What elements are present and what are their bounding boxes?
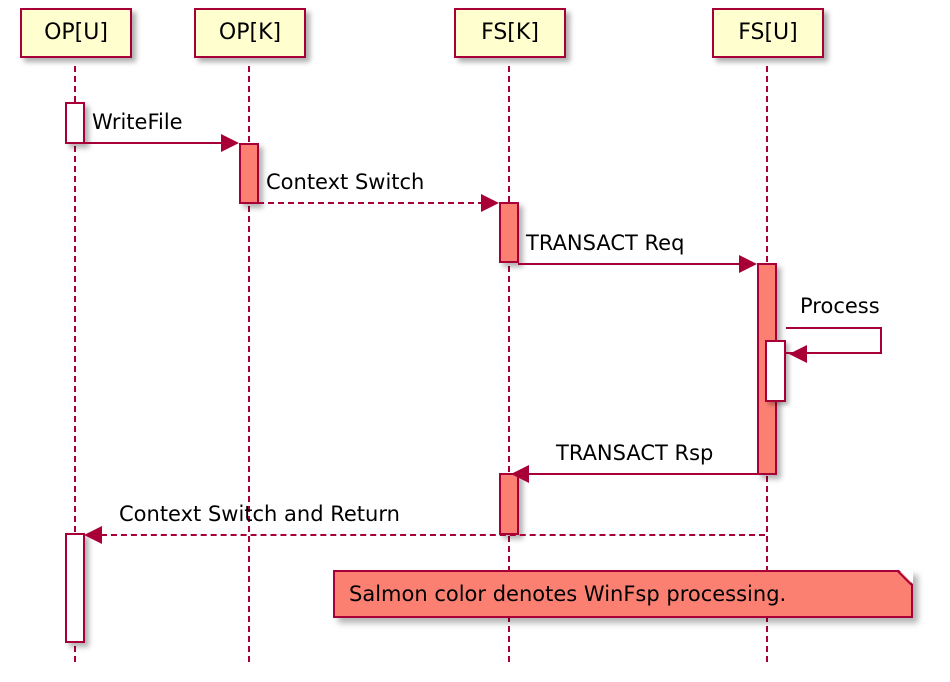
message-line-transact-rsp [528, 473, 758, 475]
activation-op-u-return [65, 533, 85, 643]
message-arrowhead-context-switch [481, 194, 499, 212]
message-label-process: Process [800, 294, 880, 318]
lifeline-fs-k [508, 66, 510, 662]
message-label-context-switch-return: Context Switch and Return [119, 502, 400, 526]
participant-label-fs-u: FS[U] [738, 20, 798, 45]
activation-fs-u-process [765, 340, 786, 402]
message-line-context-switch-return [101, 534, 765, 536]
participant-label-op-u: OP[U] [44, 20, 108, 45]
message-line-writefile [84, 142, 224, 144]
message-arrowhead-process [789, 345, 807, 363]
participant-fs-k[interactable]: FS[K] [454, 8, 566, 58]
message-label-writefile: WriteFile [92, 110, 183, 134]
message-loop-process [786, 327, 882, 354]
message-arrowhead-writefile [221, 134, 239, 152]
message-line-transact-req [518, 263, 742, 265]
note-salmon-legend: Salmon color denotes WinFsp processing. [333, 570, 913, 618]
message-arrowhead-transact-req [739, 255, 757, 273]
activation-fs-k-request [499, 202, 519, 263]
message-arrowhead-context-switch-return [84, 526, 102, 544]
lifeline-op-u [74, 66, 76, 662]
message-label-transact-rsp: TRANSACT Rsp [556, 441, 714, 465]
activation-op-k-writefile [239, 143, 259, 204]
participant-op-u[interactable]: OP[U] [20, 8, 132, 58]
participant-op-k[interactable]: OP[K] [194, 8, 306, 58]
note-text: Salmon color denotes WinFsp processing. [349, 581, 787, 606]
participant-label-op-k: OP[K] [218, 20, 282, 45]
message-label-transact-req: TRANSACT Req [526, 231, 685, 255]
note-fold-corner-icon [899, 570, 913, 584]
message-label-context-switch: Context Switch [266, 170, 425, 194]
message-arrowhead-transact-rsp [511, 465, 529, 483]
message-line-context-switch [258, 202, 484, 204]
lifeline-op-k [248, 66, 250, 662]
participant-fs-u[interactable]: FS[U] [712, 8, 824, 58]
activation-op-u-writefile [65, 102, 85, 144]
participant-label-fs-k: FS[K] [481, 20, 539, 45]
